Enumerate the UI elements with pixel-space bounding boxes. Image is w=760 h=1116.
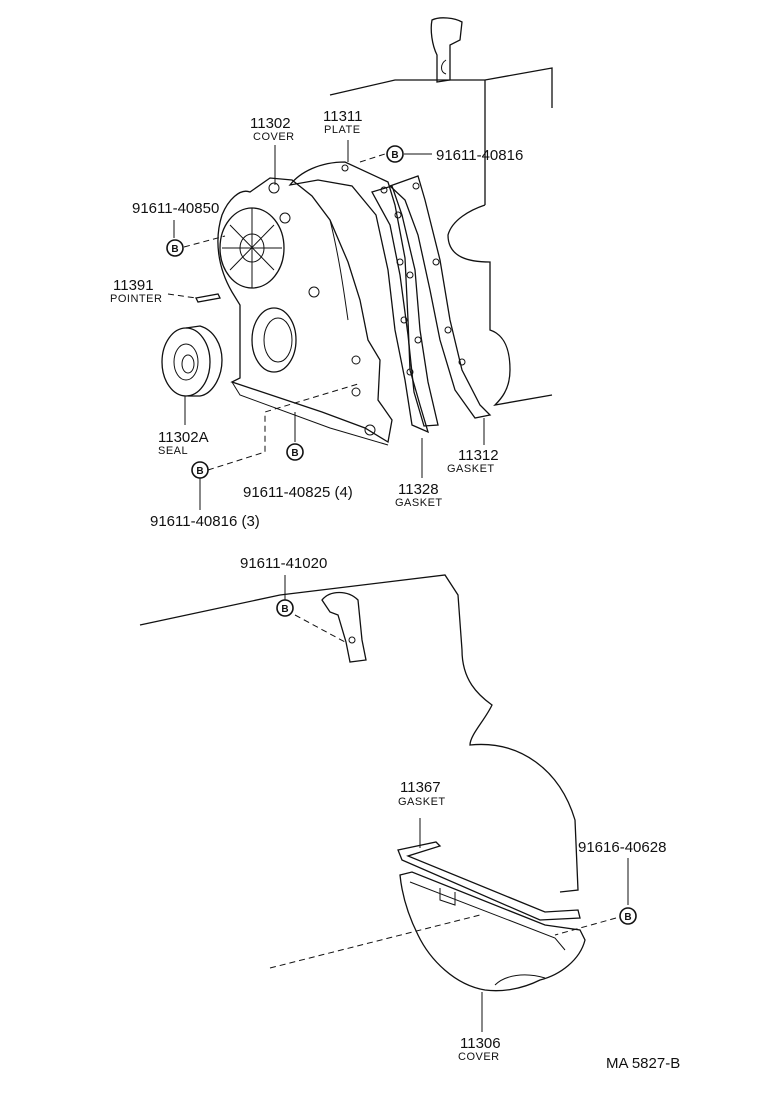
label-cover-lower-number: 11306 <box>460 1035 501 1052</box>
seal <box>161 325 223 397</box>
timing-cover <box>217 177 393 446</box>
svg-text:B: B <box>196 466 203 477</box>
gasket-11328 <box>371 185 439 427</box>
pointer <box>195 293 221 303</box>
bolt-symbol-bracket: B <box>276 599 294 617</box>
label-cover-upper-name: COVER <box>253 131 295 143</box>
label-bolt-low: 91611-40816 (3) <box>150 513 260 530</box>
label-plate-name: PLATE <box>324 124 361 136</box>
engine-block-outline-lower <box>139 574 579 893</box>
label-pointer-name: POINTER <box>110 293 162 305</box>
engine-block-outline <box>329 67 553 406</box>
svg-text:B: B <box>624 912 631 923</box>
plate <box>288 161 430 434</box>
svg-text:B: B <box>291 448 298 459</box>
catalog-reference: MA 5827-B <box>606 1055 680 1072</box>
label-gasket-pan-name: GASKET <box>398 796 446 808</box>
bolt-symbol-top: B <box>386 145 404 163</box>
label-bolt-left: 91611-40850 <box>132 200 219 217</box>
lower-bracket <box>321 591 367 663</box>
label-gasket-outer-number: 11312 <box>458 447 499 464</box>
leader-lines-upper <box>167 140 485 510</box>
label-gasket-inner-number: 11328 <box>398 481 439 498</box>
label-cover-lower-name: COVER <box>458 1051 500 1063</box>
label-bolt-mid: 91611-40825 (4) <box>243 484 353 501</box>
label-bolt-top: 91611-40816 <box>436 147 523 164</box>
label-gasket-outer-name: GASKET <box>447 463 495 475</box>
label-plate-number: 11311 <box>323 108 363 125</box>
bolt-symbol-left: B <box>166 239 184 257</box>
label-seal-number: 11302A <box>158 429 209 446</box>
label-seal-name: SEAL <box>158 445 188 457</box>
bolt-symbol-pan: B <box>619 907 637 925</box>
label-cover-upper-number: 11302 <box>250 115 291 132</box>
label-gasket-pan-number: 11367 <box>400 779 441 796</box>
pan-gasket <box>397 818 581 921</box>
gasket-11312 <box>388 175 492 419</box>
bolt-symbol-low: B <box>191 461 209 479</box>
svg-text:B: B <box>281 604 288 615</box>
lower-cover <box>399 871 586 992</box>
label-bolt-bracket: 91611-41020 <box>240 555 327 572</box>
svg-text:B: B <box>171 244 178 255</box>
bolt-symbol-mid: B <box>286 443 304 461</box>
upper-bracket <box>430 17 463 83</box>
label-pointer-number: 11391 <box>113 277 154 294</box>
label-gasket-inner-name: GASKET <box>395 497 443 509</box>
label-bolt-pan: 91616-40628 <box>578 839 666 856</box>
svg-text:B: B <box>391 150 398 161</box>
leader-lines-lower <box>269 575 629 1032</box>
